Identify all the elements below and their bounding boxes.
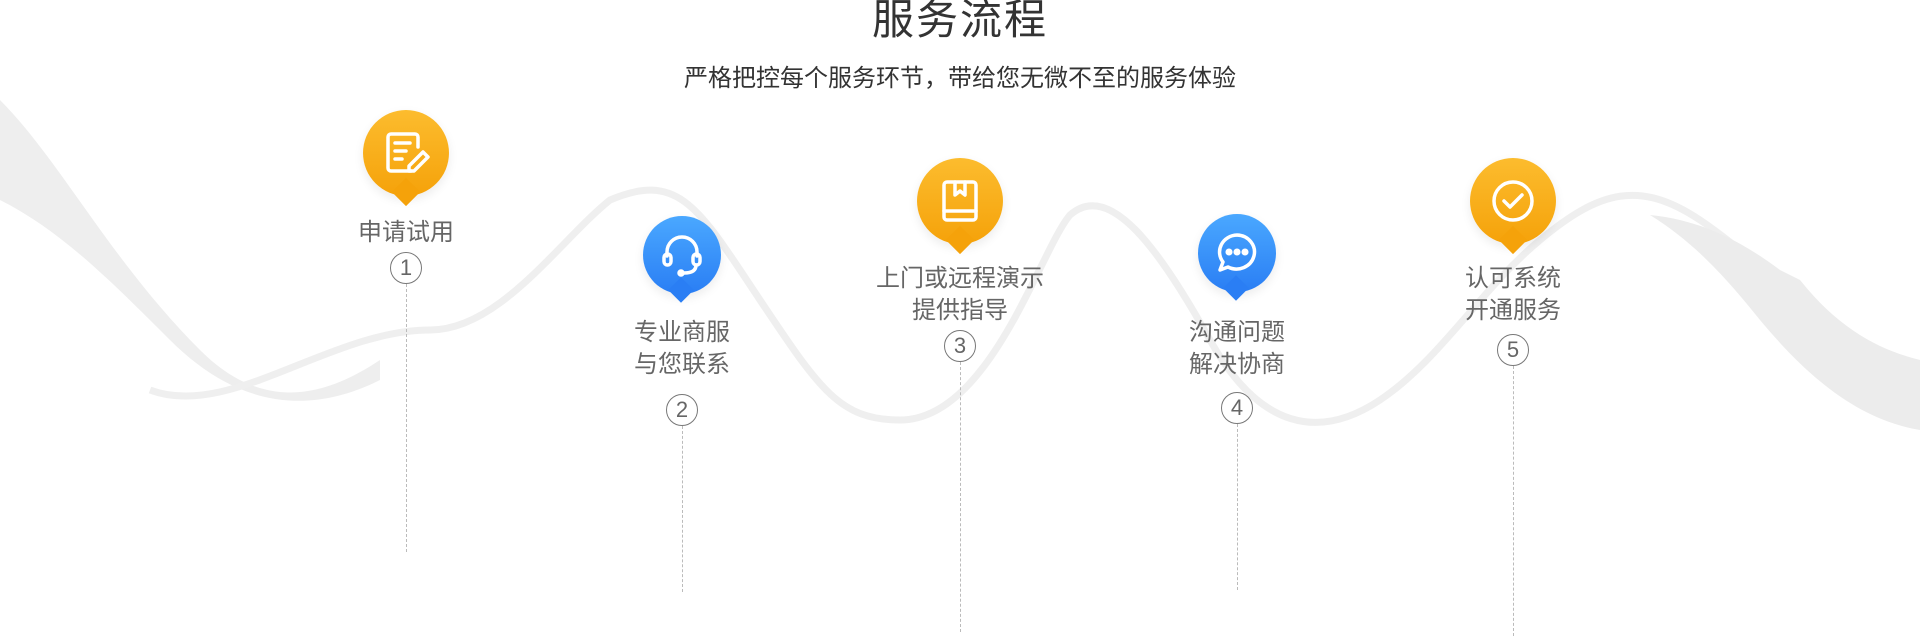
step-4: 沟通问题 解决协商 4: [1107, 214, 1367, 590]
step-3-dashed-line: [959, 362, 961, 632]
step-5-number: 5: [1497, 334, 1529, 366]
step-4-label-line2: 解决协商: [1189, 350, 1285, 378]
step-5: 认可系统 开通服务 5: [1383, 158, 1643, 636]
step-5-dashed-line: [1512, 366, 1514, 636]
step-1-number: 1: [390, 252, 422, 284]
step-2-dashed-line: [681, 426, 683, 592]
edit-document-icon: [386, 132, 430, 173]
step-4-dashed-line: [1236, 424, 1238, 590]
step-2-pin: [643, 216, 721, 308]
book-icon: [942, 180, 978, 222]
step-4-number: 4: [1221, 392, 1253, 424]
step-3-label-line2: 提供指导: [912, 296, 1008, 324]
step-2-label-line2: 与您联系: [634, 350, 730, 378]
check-circle-icon: [1492, 180, 1534, 222]
step-3-label-line1: 上门或远程演示: [876, 264, 1044, 292]
step-3: 上门或远程演示 提供指导 3: [830, 158, 1090, 632]
step-1-dashed-line: [405, 284, 407, 552]
step-5-pin: [1470, 158, 1556, 258]
step-5-label-line1: 认可系统: [1465, 264, 1561, 292]
step-2-number: 2: [666, 394, 698, 426]
step-3-pin: [917, 158, 1003, 258]
step-4-label-line1: 沟通问题: [1189, 318, 1285, 346]
step-1-pin: [363, 110, 449, 210]
step-5-label-line2: 开通服务: [1465, 296, 1561, 324]
step-1-label: 申请试用: [358, 218, 454, 246]
page-title: 服务流程: [871, 0, 1048, 44]
chat-bubble-icon: [1217, 233, 1257, 272]
step-1: 申请试用 1: [276, 110, 536, 552]
step-2-label-line1: 专业商服: [634, 318, 730, 346]
step-3-number: 3: [944, 330, 976, 362]
headset-icon: [662, 235, 702, 277]
step-2: 专业商服 与您联系 2: [552, 216, 812, 592]
page-subtitle: 严格把控每个服务环节，带给您无微不至的服务体验: [684, 64, 1236, 92]
step-4-pin: [1198, 214, 1276, 306]
